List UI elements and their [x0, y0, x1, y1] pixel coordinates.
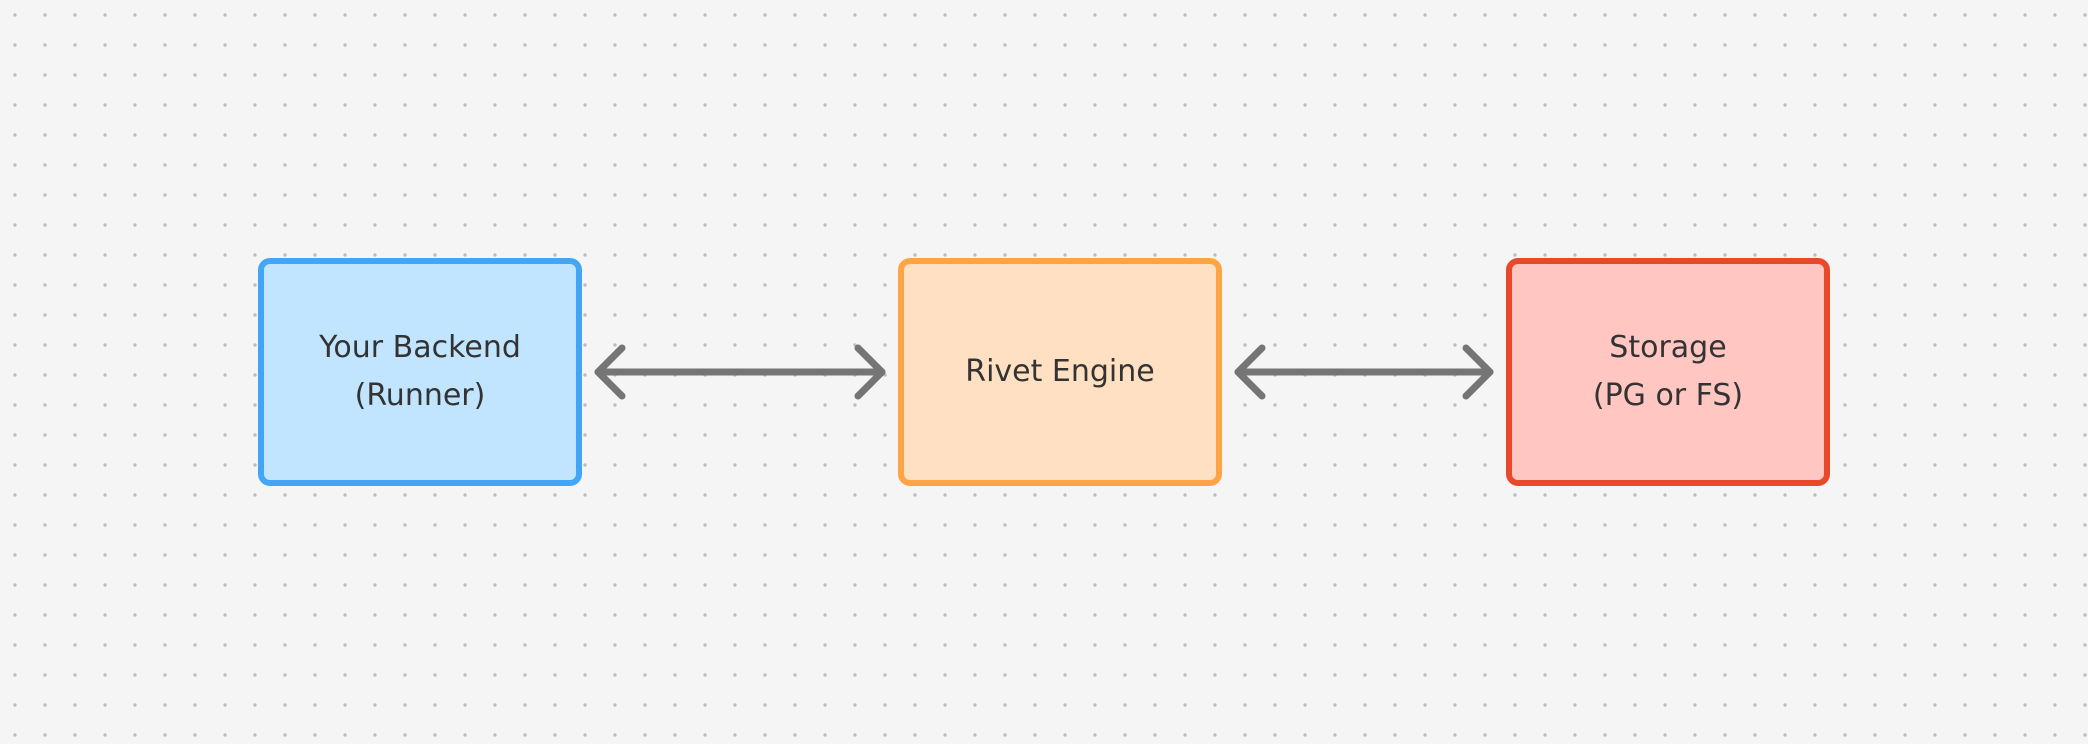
node-your-backend[interactable]: Your Backend (Runner): [258, 258, 582, 486]
node-rivet-engine-label: Rivet Engine: [965, 354, 1155, 389]
edge-engine-storage: [1234, 344, 1494, 400]
node-rivet-engine[interactable]: Rivet Engine: [898, 258, 1222, 486]
node-storage-label: Storage (PG or FS): [1592, 330, 1744, 413]
edge-engine-storage-right-arrowhead: [1462, 344, 1494, 400]
edge-backend-engine-right-arrowhead: [854, 344, 886, 400]
node-your-backend-label: Your Backend (Runner): [319, 330, 521, 413]
edge-engine-storage-left-arrowhead: [1234, 344, 1266, 400]
node-storage[interactable]: Storage (PG or FS): [1506, 258, 1830, 486]
edge-backend-engine: [594, 344, 886, 400]
edge-backend-engine-left-arrowhead: [594, 344, 626, 400]
